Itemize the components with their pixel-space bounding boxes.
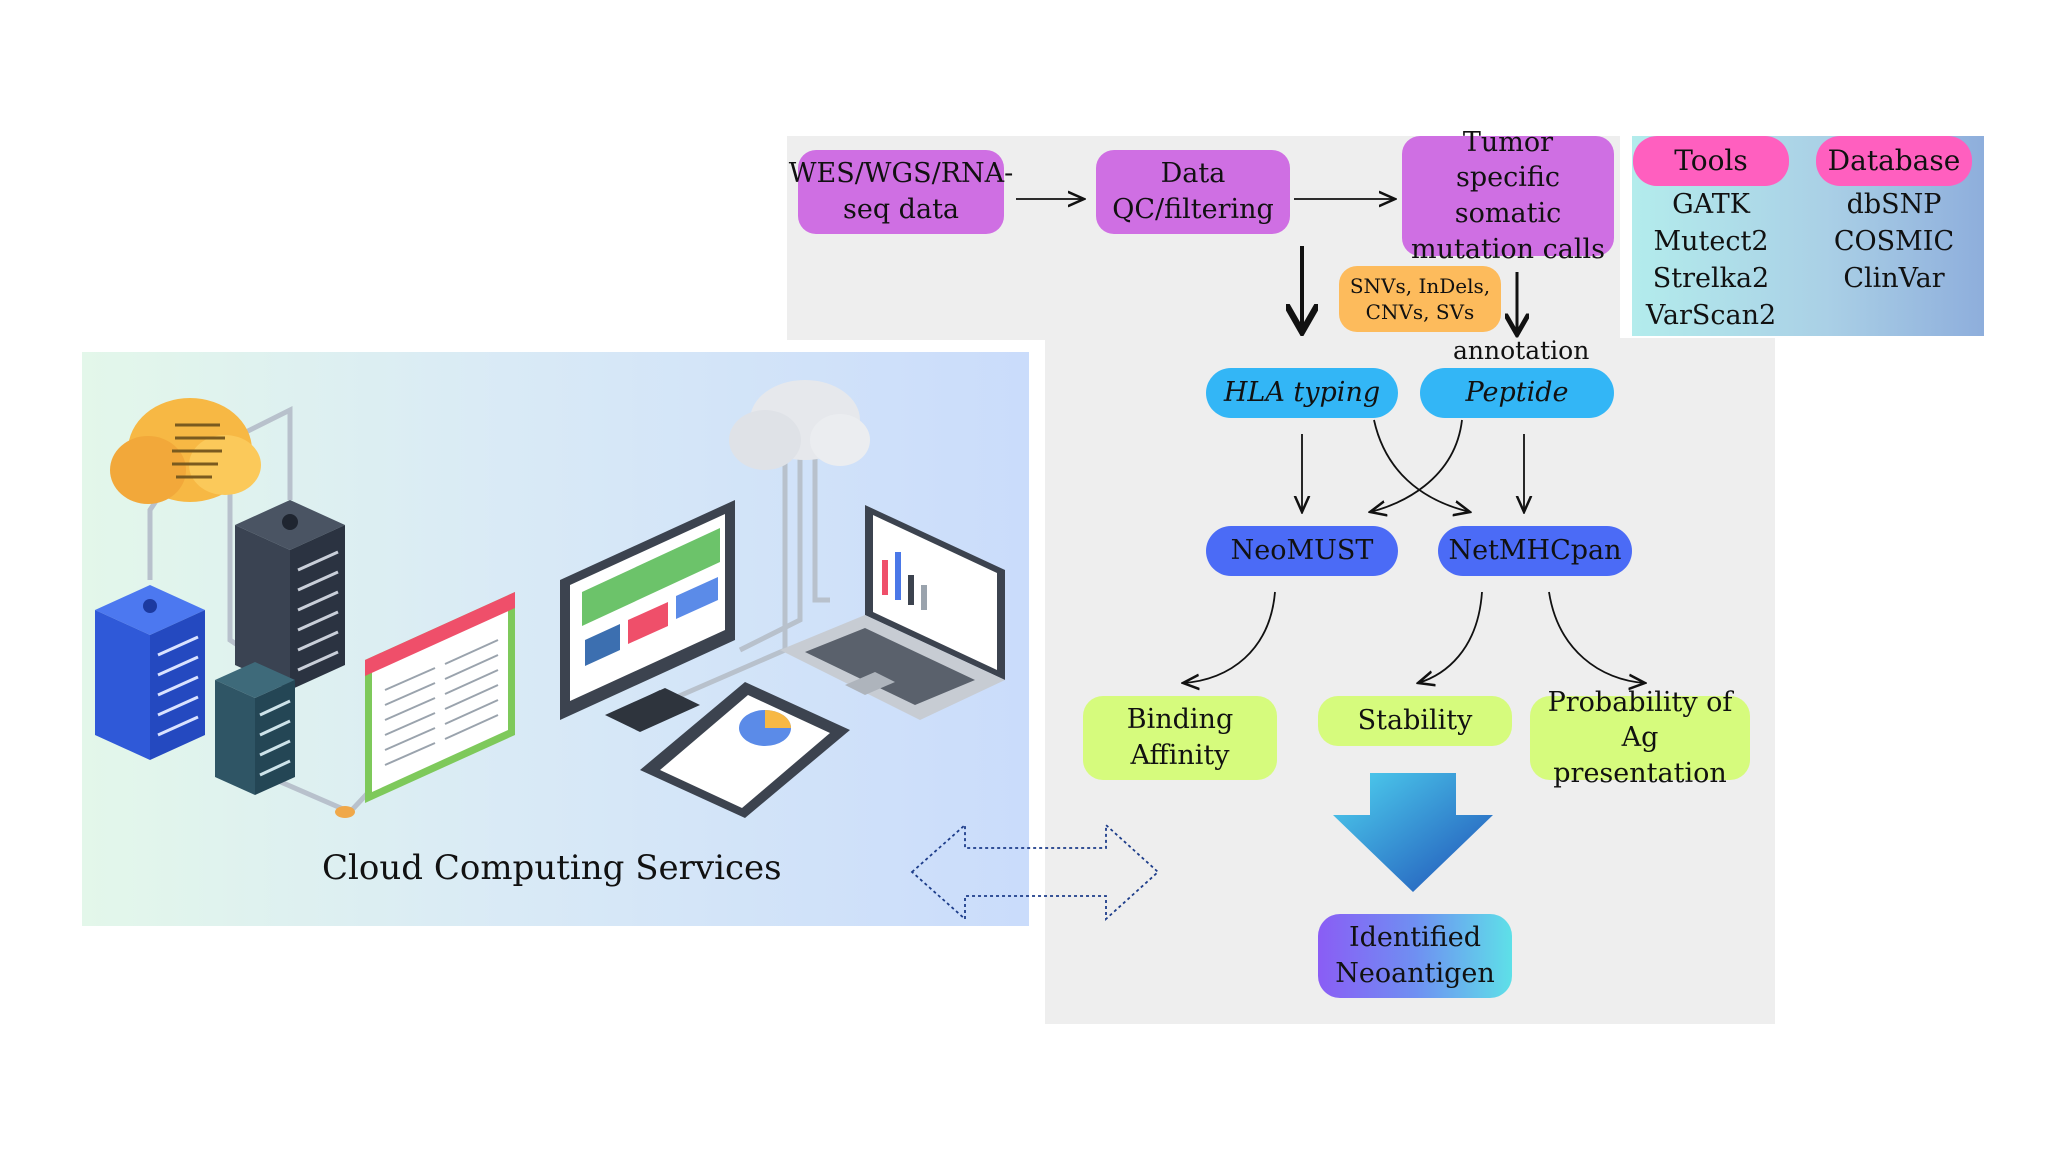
netmhcpan-box: NetMHCpan: [1438, 526, 1632, 576]
tools-list: GATK Mutect2 Strelka2 VarScan2: [1633, 186, 1789, 334]
qc-filtering-box: Data QC/filtering: [1096, 150, 1290, 234]
gray-cloud-icon: [729, 380, 870, 470]
arrow-hla-to-netmhcpan: [1373, 419, 1470, 512]
arrow-netmhcpan-to-stability: [1418, 591, 1483, 683]
somatic-calls-box: Tumor specific somatic mutation calls: [1402, 127, 1614, 265]
stability-box: Stability: [1318, 696, 1512, 746]
desktop-monitor-icon: [560, 500, 735, 732]
laptop-icon: [780, 505, 1005, 720]
tool-item: VarScan2: [1645, 300, 1777, 331]
binding-affinity-box: Binding Affinity: [1083, 696, 1277, 780]
database-item: dbSNP: [1846, 189, 1942, 220]
peptide-box: Peptide: [1420, 368, 1614, 418]
database-header: Database: [1816, 136, 1972, 186]
database-list: dbSNP COSMIC ClinVar: [1816, 186, 1972, 297]
arrow-peptide-to-neomust: [1370, 419, 1463, 512]
annotation-label: annotation: [1453, 336, 1590, 365]
variant-types-box: SNVs, InDels, CNVs, SVs: [1339, 266, 1501, 332]
arrow-netmhcpan-to-probability: [1548, 591, 1645, 683]
tools-header: Tools: [1633, 136, 1789, 186]
blue-server-icon: [95, 585, 205, 760]
tablet-icon: [640, 682, 850, 818]
probability-box: Probability of Ag presentation: [1530, 687, 1750, 789]
neoantigen-box: Identified Neoantigen: [1318, 914, 1512, 998]
cloud-caption: Cloud Computing Services: [322, 848, 782, 888]
tool-item: Mutect2: [1653, 226, 1769, 257]
hla-typing-box: HLA typing: [1206, 368, 1398, 418]
neomust-box: NeoMUST: [1206, 526, 1398, 576]
bidirectional-arrow: [910, 822, 1160, 922]
dark-server-icon: [235, 500, 345, 690]
database-item: ClinVar: [1843, 263, 1945, 294]
small-server-icon: [215, 662, 295, 795]
document-window-icon: [365, 592, 515, 803]
database-item: COSMIC: [1833, 226, 1955, 257]
big-down-arrow: [1333, 773, 1493, 892]
tool-item: Strelka2: [1652, 263, 1770, 294]
yellow-cloud-icon: [110, 398, 261, 504]
tool-item: GATK: [1672, 189, 1750, 220]
input-data-box: WES/WGS/RNA-seq data: [789, 150, 1013, 234]
pipeline-panel-main: [1045, 338, 1775, 1024]
arrow-neomust-to-binding: [1183, 591, 1276, 683]
